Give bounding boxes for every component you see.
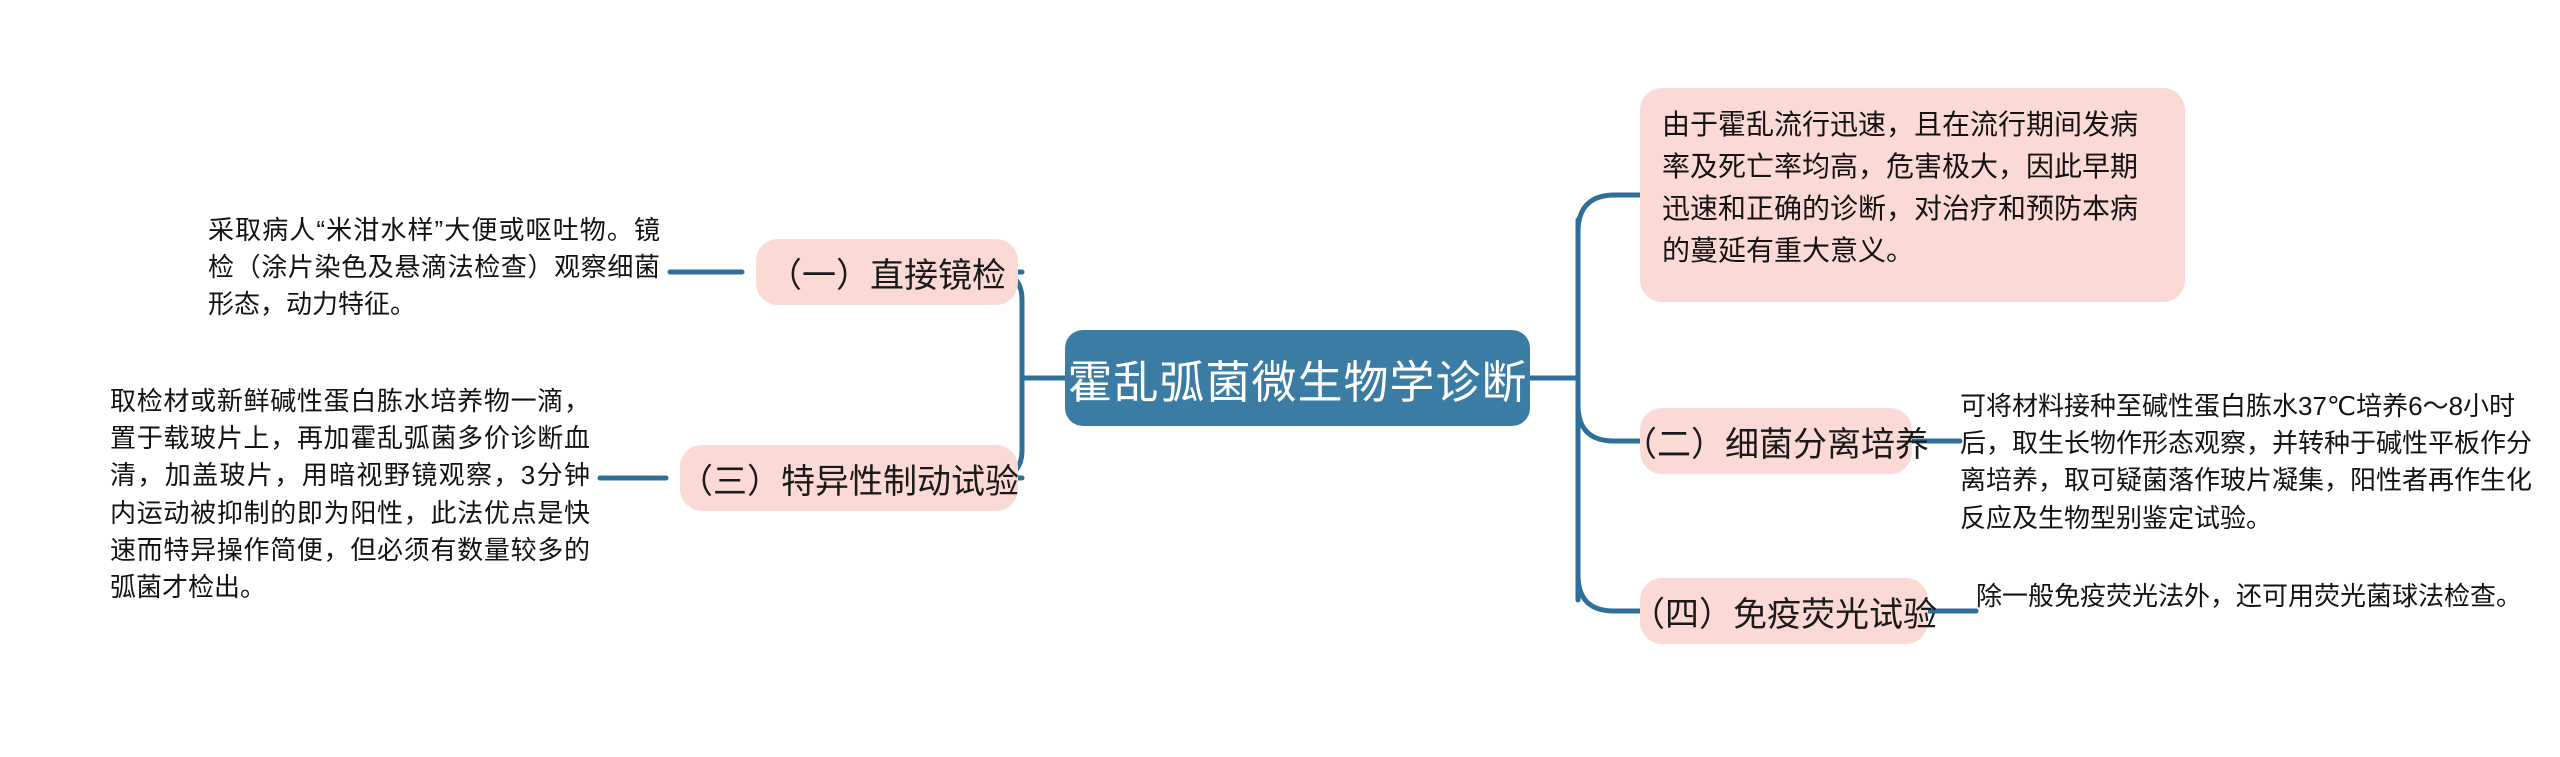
branch-node-culture[interactable]: （二）细菌分离培养 [1623,408,1929,474]
right-note-immunofluorescence: 除一般免疫荧光法外，还可用荧光菌球法检查。 [1976,581,2523,611]
branch-node-immunofluorescence[interactable]: （四）免疫荧光试验 [1631,578,1937,644]
branch-node-microscopy[interactable]: （一）直接镜检 [756,239,1018,305]
left-note-immobilization: 取检材或新鲜碱性蛋白胨水培养物一滴，置于载玻片上，再加霍乱弧菌多价诊断血清，加盖… [110,386,590,602]
right-note-culture: 可将材料接种至碱性蛋白胨水37℃培养6～8小时后，取生长物作形态观察，并转种于碱… [1960,391,2533,533]
center-node[interactable]: 霍乱弧菌微生物学诊断 [1065,330,1530,426]
wire-right-branch-overview [1575,192,1643,235]
left-note-microscopy: 采取病人“米泔水样”大便或呕吐物。镜检（涂片染色及悬滴法检查）观察细菌形态，动力… [208,215,660,320]
branch-node-immobilization[interactable]: （三）特异性制动试验 [679,445,1019,511]
right-note-overview: 由于霍乱流行迅速，且在流行期间发病率及死亡率均高，危害极大，因此早期迅速和正确的… [1640,88,2185,302]
